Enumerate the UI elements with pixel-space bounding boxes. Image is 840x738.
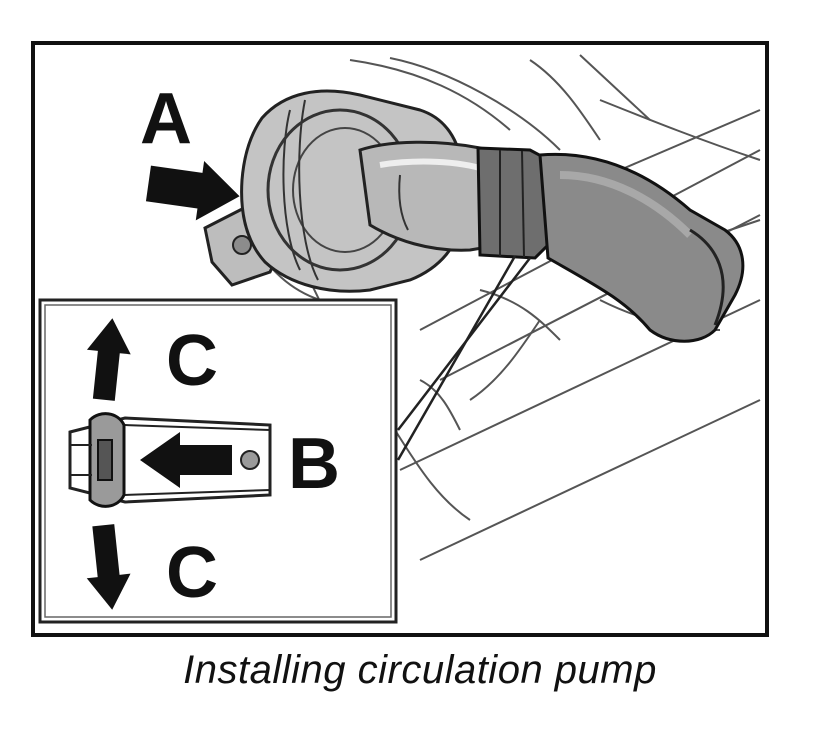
arrow-b-icon (140, 432, 232, 488)
bracket-bolt (232, 235, 252, 255)
clamp-detail-rivet (240, 450, 260, 470)
leader-line-2 (397, 257, 531, 431)
outlet-pipe-highlight (379, 158, 481, 171)
label-c-top: C (166, 321, 218, 401)
outlet-pipe-edge (398, 174, 409, 231)
clamp-detail-cross (70, 444, 92, 476)
pump-housing-rib-2 (298, 99, 319, 281)
label-b: B (288, 424, 340, 504)
background-lineart (249, 54, 761, 561)
hose-shading (559, 171, 693, 238)
hose-clamp (476, 146, 550, 260)
leader-line (396, 255, 517, 461)
clamp-band-line-2 (521, 150, 525, 258)
pump-housing-rib (282, 109, 301, 271)
arrow-c-down-icon (86, 524, 131, 610)
arrow-a-icon (145, 160, 240, 221)
clamp-detail-tab (97, 439, 113, 481)
arrow-c-up-icon (86, 318, 131, 401)
figure-caption: Installing circulation pump (183, 648, 657, 692)
hose-end-ring (689, 228, 725, 326)
detail-inset-inner-frame (44, 304, 392, 618)
clamp-detail-band-2 (124, 489, 271, 496)
coolant-hose (538, 152, 745, 343)
label-c-bottom: C (166, 533, 218, 613)
clamp-detail-band (124, 424, 271, 431)
label-a: A (140, 79, 192, 159)
